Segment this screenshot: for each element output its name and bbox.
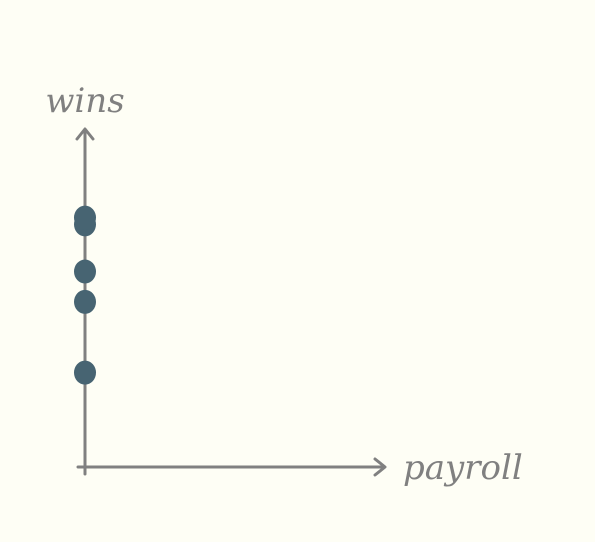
y-axis-label: wins bbox=[45, 81, 124, 121]
data-point-2 bbox=[74, 205, 96, 230]
x-axis bbox=[76, 457, 387, 477]
data-point-5 bbox=[74, 360, 96, 385]
data-point-4 bbox=[74, 289, 96, 314]
data-points bbox=[74, 205, 96, 385]
x-axis-label: payroll bbox=[403, 448, 523, 488]
x-axis-arrowhead bbox=[373, 457, 387, 477]
data-point-3 bbox=[74, 259, 96, 284]
y-axis-arrowhead bbox=[75, 127, 95, 141]
